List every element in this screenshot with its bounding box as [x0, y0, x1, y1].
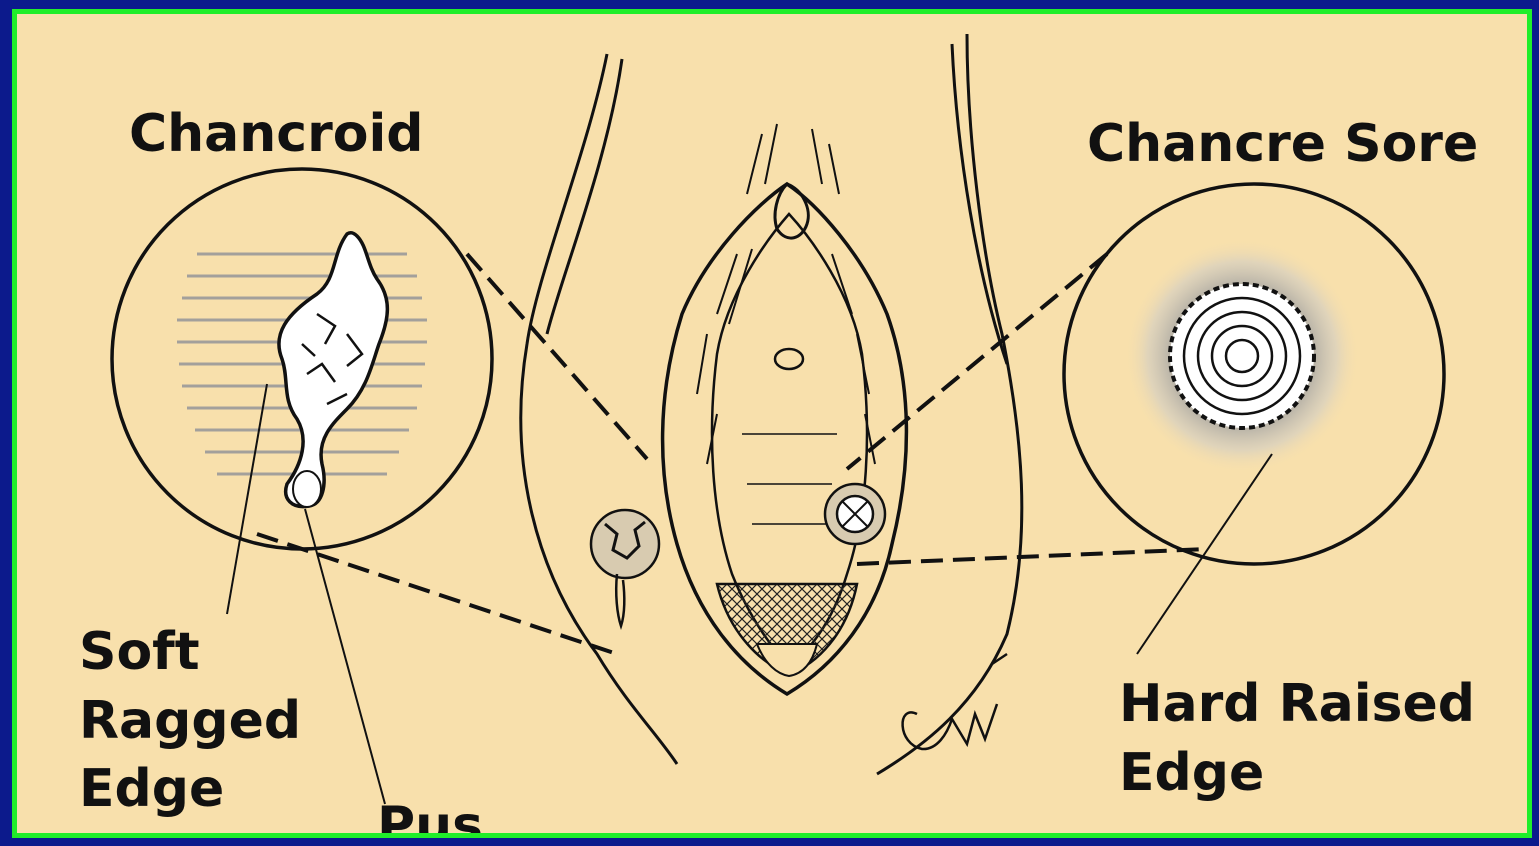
chancroid-title: Chancroid	[129, 108, 424, 160]
illustration-panel: Chancroid Chancre Sore Soft Ragged Edge …	[12, 9, 1532, 838]
soft-ragged-edge-line-2: Ragged	[79, 687, 301, 756]
chancre-sore-title: Chancre Sore	[1087, 118, 1478, 170]
soft-ragged-edge-label: Soft Ragged Edge	[79, 618, 301, 824]
pus-label: Pus	[377, 800, 483, 838]
soft-ragged-edge-line-3: Edge	[79, 755, 301, 824]
hard-raised-edge-label: Hard Raised Edge	[1119, 670, 1475, 807]
vulva-outline	[663, 124, 907, 694]
chancre-lesion	[825, 484, 885, 544]
chancroid-lesion	[591, 510, 659, 626]
chancroid-magnified	[112, 169, 492, 549]
soft-ragged-edge-line-1: Soft	[79, 618, 301, 687]
hard-raised-edge-line-2: Edge	[1119, 739, 1475, 808]
chancre-magnified	[1064, 184, 1444, 564]
artist-signature	[903, 654, 1007, 749]
hard-raised-edge-line-1: Hard Raised	[1119, 670, 1475, 739]
